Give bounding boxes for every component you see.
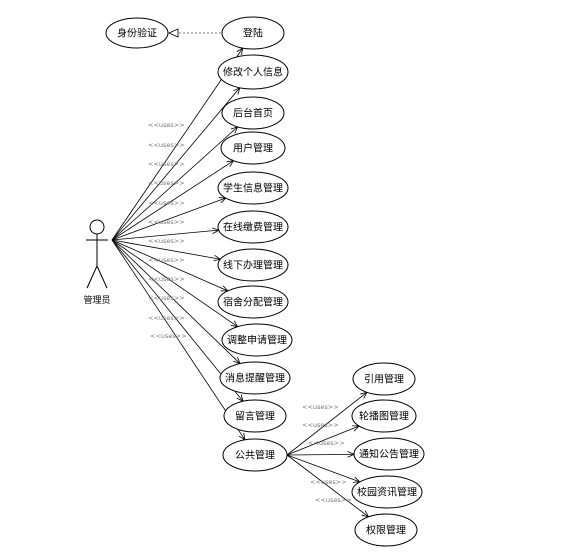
usecase-main-8-ellipse	[221, 323, 293, 357]
usecase-sub-4: 权限管理	[354, 513, 418, 547]
usecase-main-10: 留言管理	[223, 399, 287, 433]
stereotype-main-8: <<uses>>	[148, 275, 185, 283]
stereotype-main-6: <<uses>>	[148, 237, 185, 245]
usecase-sub-0-label: 引用管理	[364, 373, 404, 386]
usecase-main-3-ellipse	[220, 131, 286, 165]
usecase-sub-4-ellipse	[354, 513, 418, 547]
usecase-main-9-label: 消息提醒管理	[225, 372, 285, 385]
assoc-main-0-line	[111, 47, 244, 241]
assoc-main-5-line	[111, 229, 219, 241]
actor-admin: 管理员	[83, 219, 111, 306]
assoc-main-3-arrowhead	[226, 160, 235, 167]
auth-open-arrow	[168, 28, 179, 38]
usecase-sub-3-ellipse	[351, 475, 423, 509]
stereotype-sub-2: <<uses>>	[308, 439, 345, 447]
usecase-main-8: 调整申请管理	[221, 323, 293, 357]
usecase-main-11-ellipse	[222, 438, 288, 472]
stereotype-main-2: <<uses>>	[148, 160, 185, 168]
usecase-main-0-ellipse	[221, 16, 285, 50]
assoc-main-9-line	[111, 239, 241, 364]
usecase-auth-ellipse	[105, 17, 169, 49]
stereotype-main-11: <<uses>>	[150, 332, 187, 340]
usecase-auth: 身份验证	[105, 17, 169, 49]
usecase-main-4-label: 学生信息管理	[223, 182, 283, 195]
assoc-main-7-line	[111, 239, 228, 292]
stereotype-main-1: <<uses>>	[148, 141, 185, 149]
usecase-main-10-ellipse	[223, 399, 287, 433]
actor-left-leg	[86, 265, 98, 289]
usecase-main-8-label: 调整申请管理	[227, 334, 287, 347]
usecase-main-11-label: 公共管理	[235, 449, 275, 462]
stereotype-main-3: <<uses>>	[148, 179, 185, 187]
assoc-sub-2-line	[286, 453, 355, 456]
stereotype-main-0: <<uses>>	[148, 121, 185, 129]
usecase-main-5: 在线缴费管理	[217, 210, 289, 244]
usecase-layer: 登陆修改个人信息后台首页用户管理学生信息管理在线缴费管理线下办理管理宿舍分配管理…	[217, 16, 425, 547]
usecase-main-3: 用户管理	[220, 131, 286, 165]
actor-label: 管理员	[83, 294, 110, 306]
usecase-main-7-ellipse	[217, 285, 289, 319]
usecase-sub-0: 引用管理	[352, 362, 416, 396]
usecase-sub-2-ellipse	[353, 437, 425, 471]
usecase-main-6: 线下办理管理	[217, 248, 289, 282]
actor-right-leg	[96, 265, 108, 289]
usecase-main-4: 学生信息管理	[217, 171, 289, 205]
usecase-sub-1-ellipse	[351, 399, 417, 433]
stereotype-main-9: <<uses>>	[148, 294, 185, 302]
stereotype-sub-3: <<uses>>	[310, 478, 347, 486]
stereotype-sub-0: <<uses>>	[302, 403, 339, 411]
stereotype-sub-4: <<uses>>	[315, 496, 352, 504]
assoc-sub-4-line	[286, 454, 369, 518]
assoc-main-3-line	[111, 160, 234, 241]
usecase-main-5-label: 在线缴费管理	[223, 221, 283, 234]
usecase-main-1-label: 修改个人信息	[223, 66, 283, 79]
usecase-sub-3: 校园资讯管理	[351, 475, 423, 509]
stereotype-sub-1: <<uses>>	[302, 421, 339, 429]
usecase-main-9-ellipse	[219, 361, 291, 395]
usecase-main-2: 后台首页	[221, 96, 285, 130]
assoc-main-6-line	[111, 239, 221, 260]
usecase-main-0-label: 登陆	[243, 27, 263, 40]
usecase-auth-label: 身份验证	[117, 27, 157, 40]
assoc-main-11-line	[111, 239, 246, 441]
stereotype-main-10: <<uses>>	[148, 314, 185, 322]
usecase-main-4-ellipse	[217, 171, 289, 205]
usecase-main-0: 登陆	[221, 16, 285, 50]
stereotype-main-7: <<uses>>	[148, 256, 185, 264]
usecase-main-6-ellipse	[217, 248, 289, 282]
usecase-main-9: 消息提醒管理	[219, 361, 291, 395]
usecase-main-1: 修改个人信息	[217, 54, 289, 90]
usecase-sub-4-label: 权限管理	[366, 524, 406, 537]
usecase-main-1-ellipse	[217, 54, 289, 90]
usecase-main-10-label: 留言管理	[235, 410, 275, 423]
usecase-sub-1: 轮播图管理	[351, 399, 417, 433]
usecase-main-11: 公共管理	[222, 438, 288, 472]
usecase-main-3-label: 用户管理	[233, 142, 273, 155]
usecase-sub-1-label: 轮播图管理	[359, 410, 409, 423]
stereotype-layer: <<uses>> <<uses>> <<uses>> <<uses>> <<uses>>…	[148, 121, 352, 504]
assoc-sub-1-line	[286, 425, 360, 456]
usecase-main-2-label: 后台首页	[233, 107, 273, 120]
stereotype-main-4: <<uses>>	[148, 199, 185, 207]
assoc-sub-0-line	[286, 392, 368, 456]
stereotype-main-5: <<uses>>	[148, 218, 185, 226]
assoc-sub-3-line	[286, 454, 360, 483]
assoc-main-2-line	[111, 126, 238, 241]
usecase-main-5-ellipse	[217, 210, 289, 244]
usecase-main-6-label: 线下办理管理	[223, 259, 283, 272]
usecase-sub-3-label: 校园资讯管理	[357, 486, 417, 499]
usecase-main-7: 宿舍分配管理	[217, 285, 289, 319]
actor-head	[89, 219, 105, 235]
usecase-main-2-ellipse	[221, 96, 285, 130]
usecase-sub-2: 通知公告管理	[353, 437, 425, 471]
assoc-main-8-line	[111, 239, 238, 327]
usecase-main-7-label: 宿舍分配管理	[223, 296, 283, 309]
assoc-main-4-line	[111, 197, 226, 241]
assoc-main-1-line	[111, 87, 241, 241]
auth-relation	[168, 28, 221, 38]
usecase-sub-0-ellipse	[352, 362, 416, 396]
usecase-sub-2-label: 通知公告管理	[359, 448, 419, 461]
